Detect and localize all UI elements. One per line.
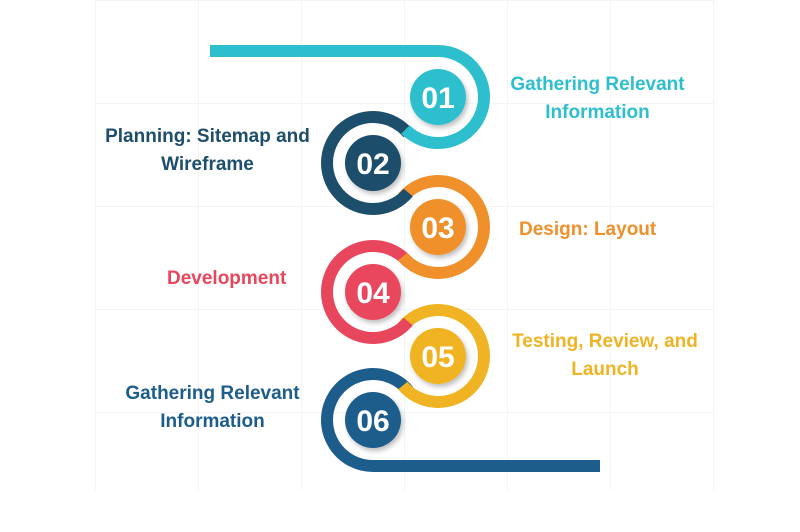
step-04-label: Development xyxy=(167,265,286,293)
step-02-badge xyxy=(345,135,401,191)
step-04-ring xyxy=(321,240,413,344)
label-line: Design: Layout xyxy=(519,219,657,240)
step-05-number: 05 xyxy=(421,341,454,374)
label-line: Gathering Relevant xyxy=(125,383,300,404)
step-02-number: 02 xyxy=(356,148,389,181)
step-05-label: Testing, Review, and Launch xyxy=(500,328,710,384)
step-03-number: 03 xyxy=(421,212,454,245)
label-line: Testing, Review, and xyxy=(512,331,698,352)
label-line: Planning: Sitemap and xyxy=(105,126,310,147)
step-02-ring xyxy=(321,111,413,215)
label-line: Information xyxy=(545,102,650,123)
step-04-badge xyxy=(345,264,401,320)
step-03-badge xyxy=(410,199,466,255)
step-03-label: Design: Layout xyxy=(519,216,656,244)
step-05-badge xyxy=(410,328,466,384)
step-05-ring xyxy=(398,304,490,408)
step-04-number: 04 xyxy=(356,277,390,310)
step-06-number: 06 xyxy=(356,405,389,438)
step-06-badge xyxy=(345,392,401,448)
step-01-ring xyxy=(210,45,490,149)
step-03-ring xyxy=(398,175,490,279)
label-line: Information xyxy=(160,411,265,432)
label-line: Wireframe xyxy=(161,154,254,175)
step-01-number: 01 xyxy=(421,82,454,115)
step-06-ring xyxy=(321,368,600,472)
step-01-badge xyxy=(410,69,466,125)
step-02-label: Planning: Sitemap and Wireframe xyxy=(100,123,315,179)
label-line: Launch xyxy=(571,359,639,380)
label-line: Gathering Relevant xyxy=(510,74,685,95)
label-line: Development xyxy=(167,268,287,289)
step-01-label: Gathering Relevant Information xyxy=(500,71,695,127)
background-grid xyxy=(95,0,715,490)
step-06-label: Gathering Relevant Information xyxy=(115,380,310,436)
